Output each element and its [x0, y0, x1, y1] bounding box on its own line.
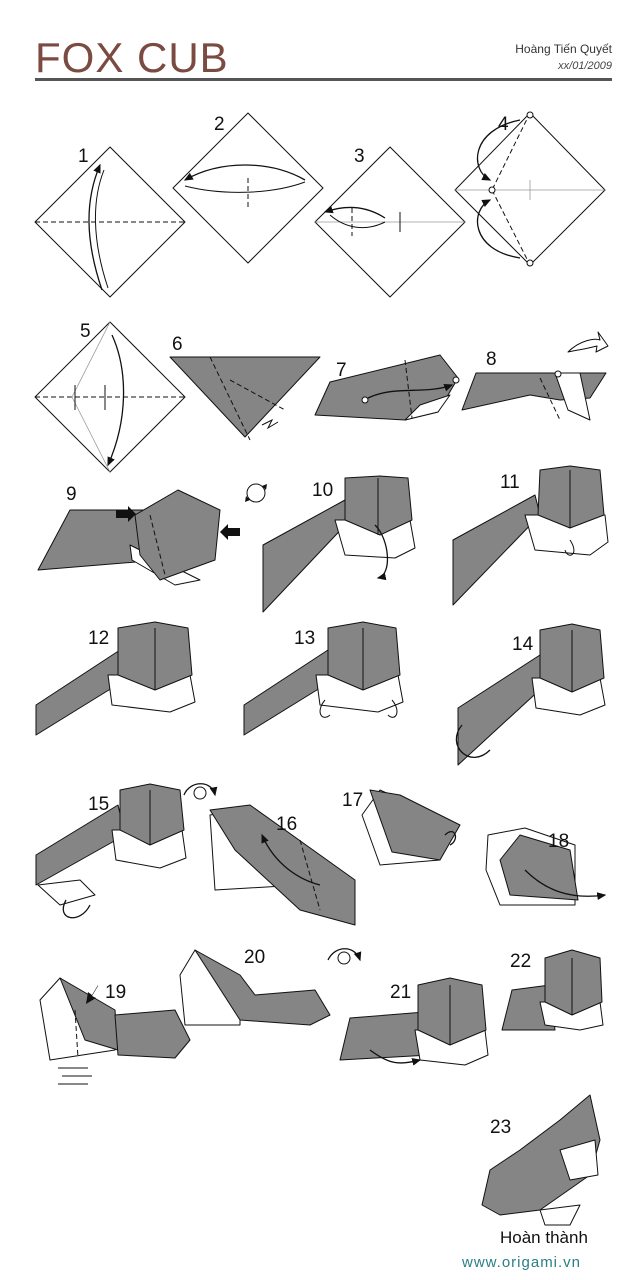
- author-name: Hoàng Tiến Quyết: [515, 42, 612, 56]
- step-number: 13: [294, 628, 315, 649]
- diagram-title: FOX CUB: [35, 34, 229, 81]
- step-19: 19: [39, 977, 191, 1085]
- step-2: 2: [172, 112, 324, 264]
- step-18: 18: [485, 827, 607, 906]
- step-6: 6: [169, 334, 321, 441]
- step-number: 2: [214, 114, 225, 135]
- step-number: 19: [105, 982, 126, 1003]
- website-link[interactable]: www.origami.vn: [462, 1254, 582, 1271]
- step-5: 5: [34, 321, 186, 473]
- step-number: 22: [510, 951, 531, 972]
- step-number: 14: [512, 634, 534, 655]
- rotate-icon: [245, 483, 267, 503]
- step-number: 7: [336, 360, 347, 381]
- step-17: 17: [342, 789, 461, 866]
- step-3: 3: [314, 146, 466, 298]
- step-number: 1: [78, 146, 89, 167]
- step-8: 8: [461, 331, 609, 421]
- step-4: 4: [454, 111, 606, 267]
- step-16: 16: [209, 804, 356, 926]
- step-22: 22: [501, 949, 604, 1031]
- step-12: 12: [35, 621, 196, 736]
- flip-over-icon: [183, 783, 218, 800]
- step-number: 20: [244, 947, 265, 968]
- step-number: 15: [88, 794, 109, 815]
- step-number: 6: [172, 334, 183, 355]
- step-number: 18: [548, 831, 569, 852]
- step-number: 10: [312, 480, 333, 501]
- step-number: 4: [498, 114, 509, 135]
- step-11: 11: [452, 465, 609, 606]
- step-10: 10: [262, 475, 416, 613]
- step-7: 7: [314, 354, 460, 421]
- finished-label: Hoàn thành: [500, 1228, 588, 1247]
- step-number: 8: [486, 349, 497, 370]
- step-9: 9: [37, 484, 240, 586]
- diagram-date: xx/01/2009: [558, 60, 612, 72]
- step-number: 16: [276, 814, 297, 835]
- step-15: 15: [35, 783, 187, 919]
- step-14: 14: [455, 623, 606, 766]
- step-number: 12: [88, 628, 109, 649]
- step-1: 1: [34, 146, 186, 298]
- step-number: 17: [342, 790, 363, 811]
- step-20: 20: [179, 947, 331, 1026]
- step-number: 9: [66, 484, 77, 505]
- step-number: 21: [390, 982, 411, 1003]
- header-divider: [35, 78, 612, 81]
- step-number: 23: [490, 1117, 511, 1138]
- flip-over-icon: [327, 948, 362, 965]
- step-number: 3: [354, 146, 365, 167]
- step-23: 23: [481, 1094, 601, 1226]
- step-number: 5: [80, 321, 91, 342]
- step-21: 21: [339, 977, 489, 1066]
- step-number: 11: [500, 472, 520, 493]
- step-13: 13: [243, 621, 404, 736]
